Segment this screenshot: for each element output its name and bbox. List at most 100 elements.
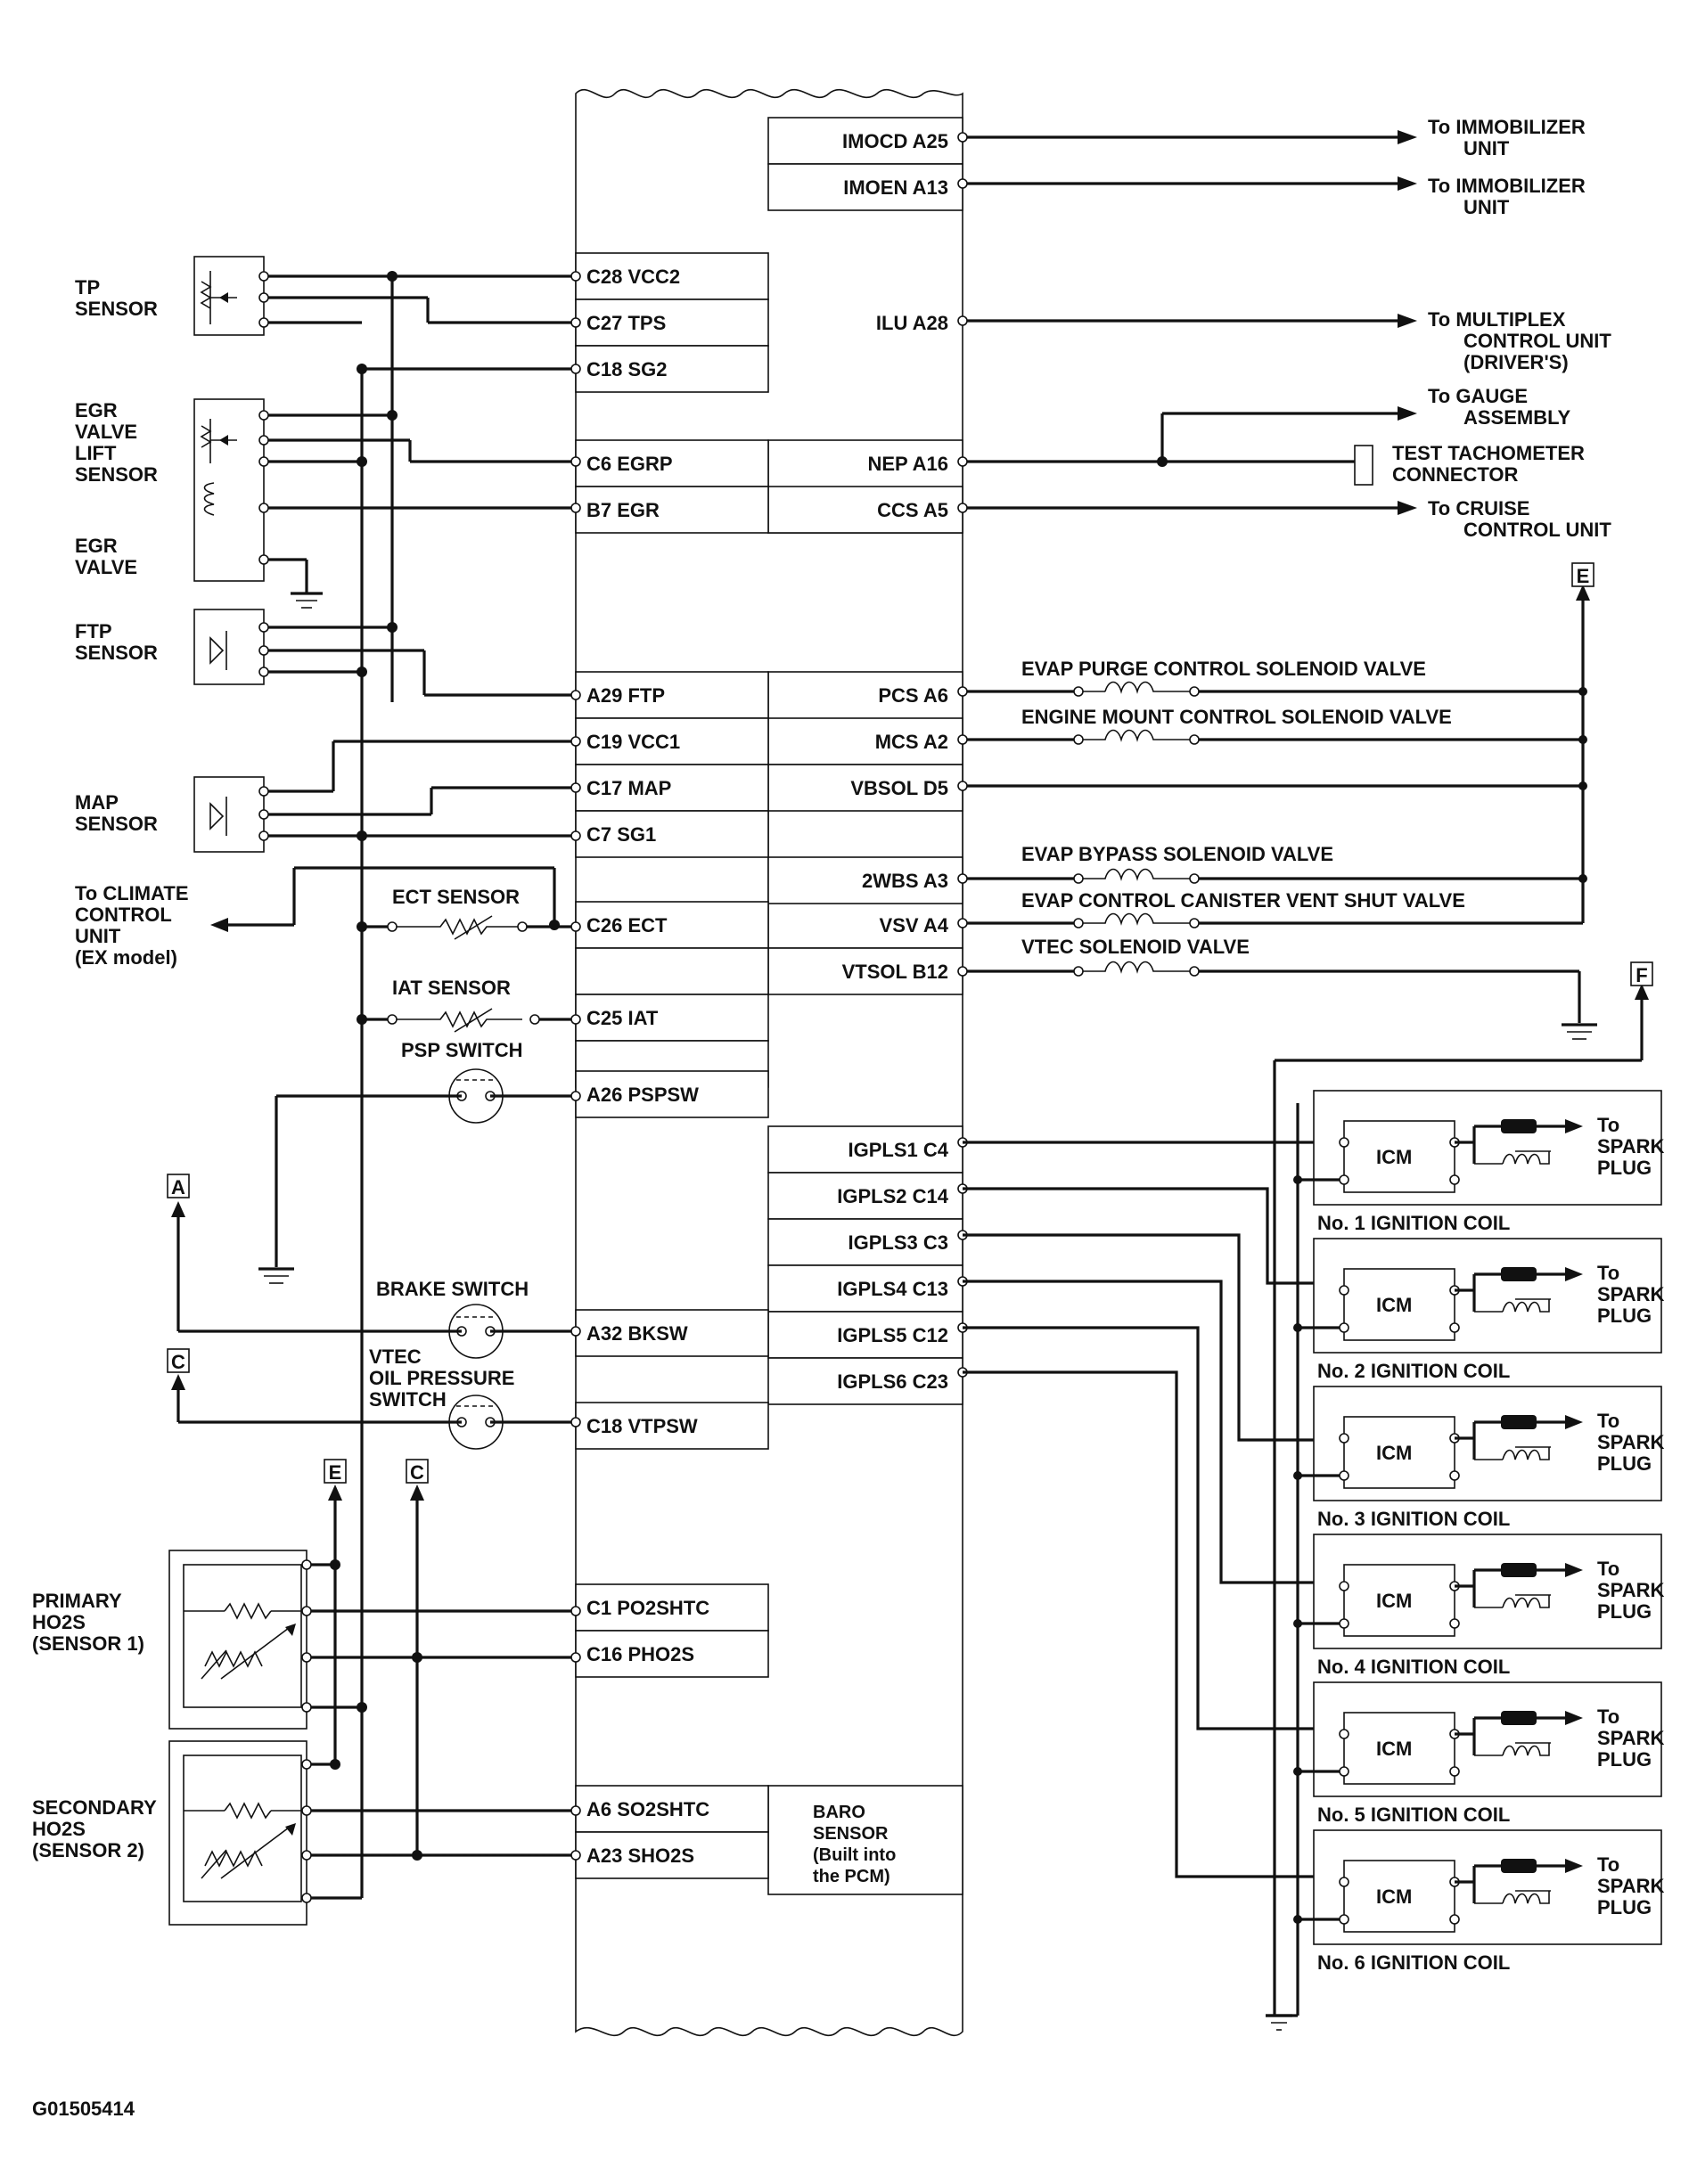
pin-a16: NEP A16 — [868, 453, 949, 475]
svg-text:EVAP BYPASS SOLENOID VALVE: EVAP BYPASS SOLENOID VALVE — [1021, 843, 1333, 865]
svg-text:ICM: ICM — [1376, 1146, 1412, 1168]
svg-text:ICM: ICM — [1376, 1590, 1412, 1612]
svg-text:UNIT: UNIT — [75, 925, 121, 947]
spark-plug-label-6: PLUG — [1597, 1896, 1652, 1918]
spark-plug-label-2: SPARK — [1597, 1283, 1664, 1305]
ignition-coil-name-6: No. 6 IGNITION COIL — [1317, 1951, 1510, 1974]
svg-text:ASSEMBLY: ASSEMBLY — [1463, 406, 1571, 429]
pin-a3: 2WBS A3 — [862, 870, 948, 892]
svg-text:VALVE: VALVE — [75, 421, 137, 443]
svg-text:BRAKE SWITCH: BRAKE SWITCH — [376, 1278, 529, 1300]
ignition-coil-2: ICM — [1313, 1238, 1662, 1354]
ignition-coil-4: ICM — [1313, 1534, 1662, 1649]
ignition-coil-name-1: No. 1 IGNITION COIL — [1317, 1212, 1510, 1234]
svg-text:HO2S: HO2S — [32, 1818, 86, 1840]
pin-a25: IMOCD A25 — [842, 130, 948, 152]
spark-plug-label-4: SPARK — [1597, 1579, 1664, 1601]
svg-text:EVAP CONTROL CANISTER VENT SHU: EVAP CONTROL CANISTER VENT SHUT VALVE — [1021, 889, 1465, 912]
pin-c27: C27 TPS — [586, 312, 666, 334]
spark-plug-label-3: PLUG — [1597, 1452, 1652, 1475]
pcm-output-pins: IMOCD A25 IMOEN A13 ILU A28 NEP A16 CCS … — [837, 130, 948, 1393]
pcm-output-boxes — [767, 117, 963, 1895]
spark-plug-label-6: SPARK — [1597, 1875, 1664, 1897]
svg-text:CONNECTOR: CONNECTOR — [1392, 463, 1518, 486]
svg-text:UNIT: UNIT — [1463, 137, 1510, 160]
svg-text:(EX model): (EX model) — [75, 946, 177, 969]
svg-text:OIL PRESSURE: OIL PRESSURE — [369, 1367, 514, 1389]
spark-plug-label-3: SPARK — [1597, 1431, 1664, 1453]
svg-text:MAP: MAP — [75, 791, 119, 814]
svg-text:CONTROL: CONTROL — [75, 904, 172, 926]
svg-text:ENGINE MOUNT CONTROL SOLENOID: ENGINE MOUNT CONTROL SOLENOID VALVE — [1021, 706, 1452, 728]
output-wiring — [957, 130, 1649, 2031]
ignition-coil-6: ICM — [1313, 1829, 1662, 1945]
spark-plug-label-5: SPARK — [1597, 1727, 1664, 1749]
svg-text:To MULTIPLEX: To MULTIPLEX — [1428, 308, 1566, 331]
svg-text:LIFT: LIFT — [75, 442, 117, 464]
pin-c7: C7 SG1 — [586, 823, 656, 846]
svg-text:TP: TP — [75, 276, 100, 299]
pcm-input-pins: C28 VCC2 C27 TPS C18 SG2 C6 EGRP B7 EGR … — [586, 266, 709, 1867]
svg-text:To IMMOBILIZER: To IMMOBILIZER — [1428, 116, 1586, 138]
svg-text:the PCM): the PCM) — [813, 1867, 890, 1886]
pin-c18-vtpsw: C18 VTPSW — [586, 1415, 698, 1437]
svg-text:ICM: ICM — [1376, 1738, 1412, 1760]
svg-text:SECONDARY: SECONDARY — [32, 1796, 157, 1819]
ignition-coil-name-2: No. 2 IGNITION COIL — [1317, 1360, 1510, 1382]
svg-text:(Built into: (Built into — [813, 1845, 896, 1865]
pin-c3: IGPLS3 C3 — [848, 1231, 948, 1254]
svg-text:SENSOR: SENSOR — [75, 298, 158, 320]
spark-plug-label-3: To — [1597, 1410, 1619, 1432]
ignition-coil-3: ICM — [1313, 1386, 1662, 1501]
svg-text:F: F — [1636, 964, 1647, 986]
svg-text:SWITCH: SWITCH — [369, 1388, 447, 1411]
svg-text:To IMMOBILIZER: To IMMOBILIZER — [1428, 175, 1586, 197]
svg-text:TEST TACHOMETER: TEST TACHOMETER — [1392, 442, 1585, 464]
ignition-coil-name-5: No. 5 IGNITION COIL — [1317, 1804, 1510, 1826]
spark-plug-label-4: PLUG — [1597, 1600, 1652, 1623]
svg-text:(DRIVER'S): (DRIVER'S) — [1463, 351, 1569, 373]
svg-text:EVAP PURGE CONTROL SOLENOID VA: EVAP PURGE CONTROL SOLENOID VALVE — [1021, 658, 1426, 680]
ignition-coil-name-4: No. 4 IGNITION COIL — [1317, 1656, 1510, 1678]
spark-plug-label-1: PLUG — [1597, 1157, 1652, 1179]
svg-text:EGR: EGR — [75, 535, 118, 557]
svg-text:To CRUISE: To CRUISE — [1428, 497, 1529, 519]
svg-text:UNIT: UNIT — [1463, 196, 1510, 218]
pin-c25: C25 IAT — [586, 1007, 659, 1029]
ignition-coil-name-3: No. 3 IGNITION COIL — [1317, 1508, 1510, 1530]
svg-text:SENSOR: SENSOR — [75, 813, 158, 835]
svg-text:VALVE: VALVE — [75, 556, 137, 578]
spark-plug-label-1: To — [1597, 1114, 1619, 1136]
svg-text:To CLIMATE: To CLIMATE — [75, 882, 189, 904]
pin-a29: A29 FTP — [586, 684, 665, 707]
solenoid-coils — [1073, 681, 1200, 977]
pin-a23: A23 SHO2S — [586, 1845, 694, 1867]
spark-plug-label-1: SPARK — [1597, 1135, 1664, 1157]
ignition-coil-5: ICM — [1313, 1681, 1662, 1797]
valve-labels: EVAP PURGE CONTROL SOLENOID VALVE ENGINE… — [1021, 658, 1465, 958]
svg-text:ICM: ICM — [1376, 1442, 1412, 1464]
svg-text:CONTROL UNIT: CONTROL UNIT — [1463, 330, 1611, 352]
svg-text:(SENSOR 1): (SENSOR 1) — [32, 1632, 144, 1655]
baro-sensor-label: BARO SENSOR (Built into the PCM) — [813, 1803, 896, 1886]
pin-c12: IGPLS5 C12 — [837, 1324, 948, 1346]
pin-c6: C6 EGRP — [586, 453, 673, 475]
pin-c26: C26 ECT — [586, 914, 668, 937]
svg-text:(SENSOR 2): (SENSOR 2) — [32, 1839, 144, 1861]
spark-plug-label-2: PLUG — [1597, 1305, 1652, 1327]
ignition-coil-1: ICM — [1313, 1090, 1662, 1206]
svg-text:VTEC SOLENOID VALVE: VTEC SOLENOID VALVE — [1021, 936, 1250, 958]
pin-c14: IGPLS2 C14 — [837, 1185, 948, 1207]
pin-a2: MCS A2 — [875, 731, 948, 753]
svg-text:To GAUGE: To GAUGE — [1428, 385, 1528, 407]
spark-plug-label-2: To — [1597, 1262, 1619, 1284]
pin-c4: IGPLS1 C4 — [848, 1139, 949, 1161]
pin-b12: VTSOL B12 — [842, 961, 948, 983]
pcm-body — [575, 88, 963, 2037]
pin-b7: B7 EGR — [586, 499, 660, 521]
output-destinations: To IMMOBILIZER UNIT To IMMOBILIZER UNIT … — [1392, 116, 1611, 541]
pin-a28: ILU A28 — [876, 312, 948, 334]
pin-d5: VBSOL D5 — [850, 777, 948, 799]
